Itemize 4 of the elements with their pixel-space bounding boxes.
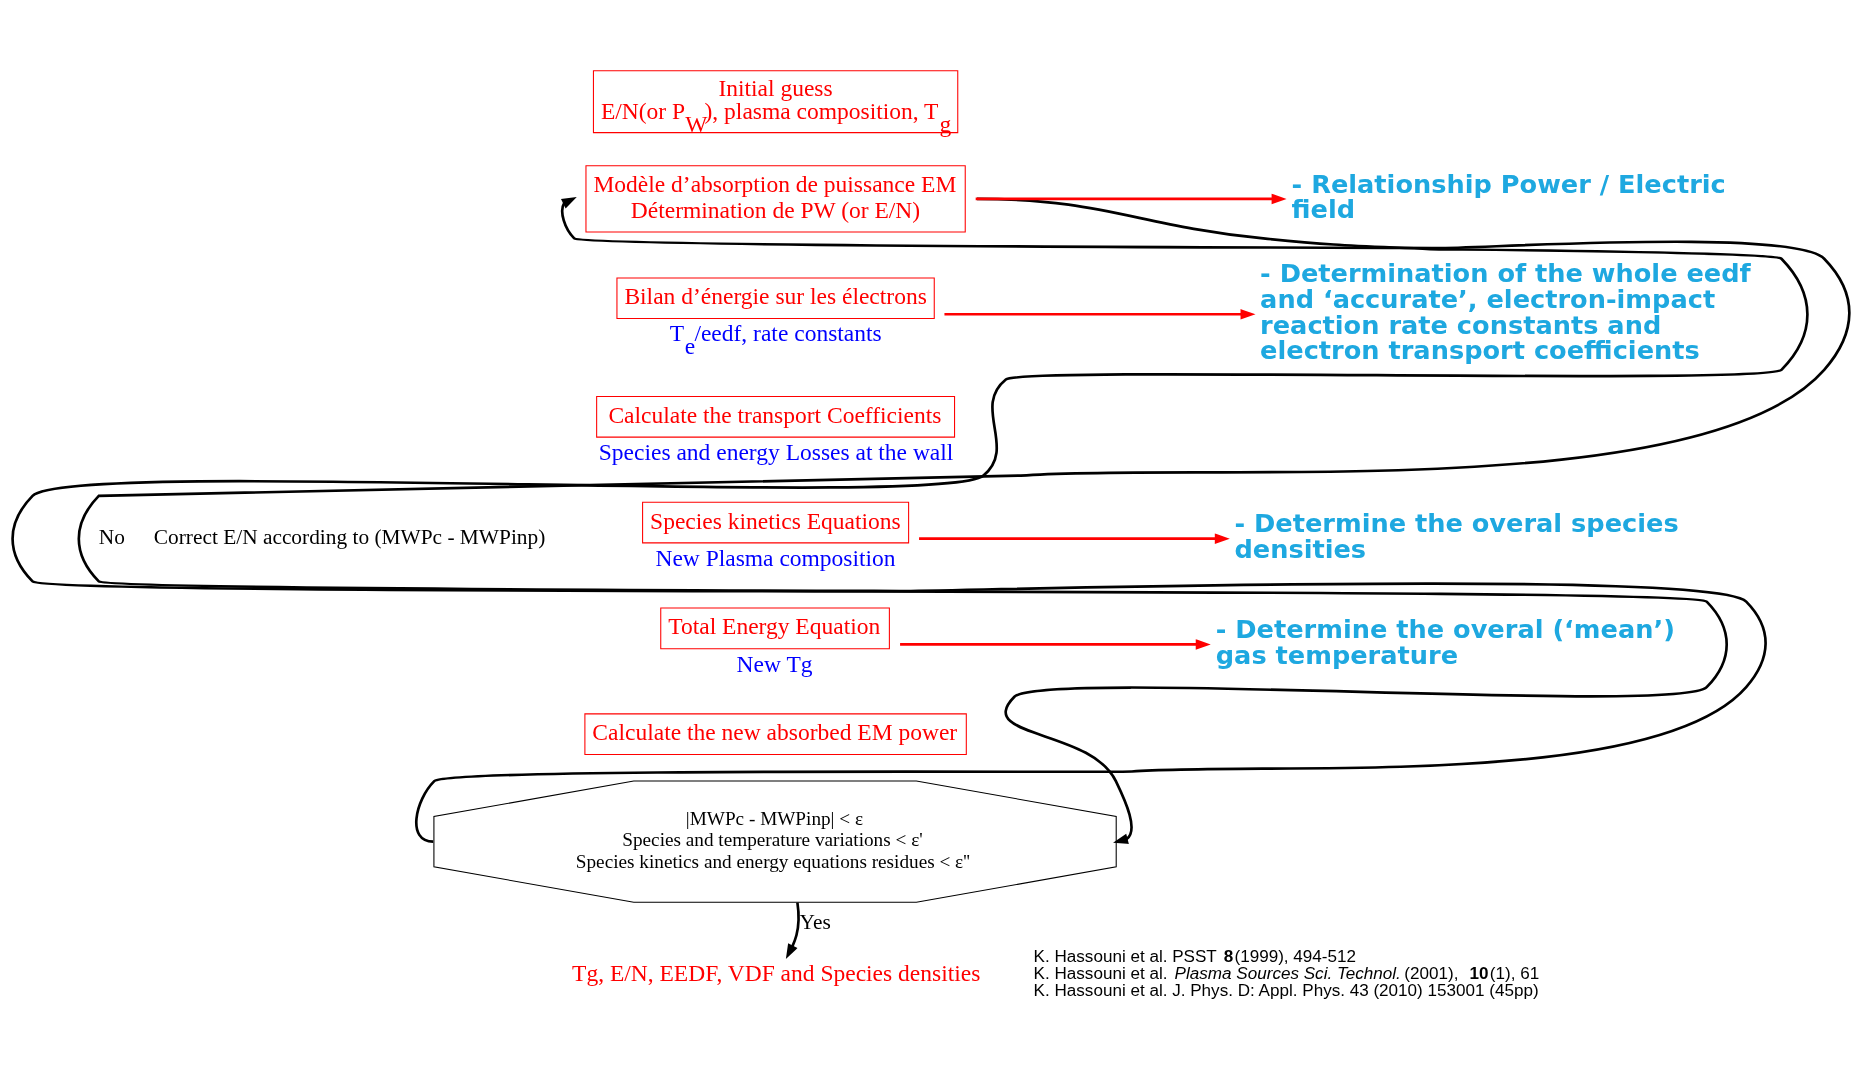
node-text: Tg, E/N, EEDF, VDF and Species densities [572, 959, 981, 986]
label: K. Hassouni et al. PSST 8(1999), 494-512 [1033, 946, 1357, 966]
arrow [785, 902, 800, 959]
edge-label: Yes [799, 909, 831, 934]
